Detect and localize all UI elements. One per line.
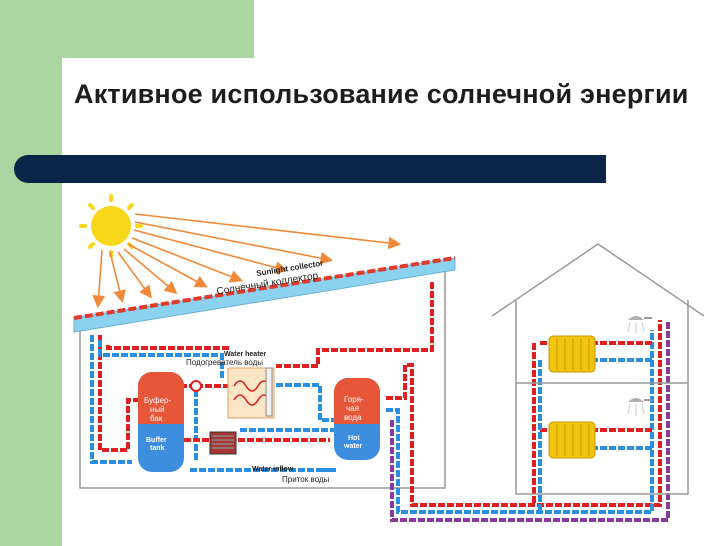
water-inflow-label-en: Water inflow (252, 466, 294, 473)
shower-head-upper-icon (627, 316, 652, 334)
slide-title: Активное использование солнечной энергии (74, 79, 689, 109)
house-outline (491, 243, 705, 495)
top-accent-band (62, 0, 254, 58)
sun-rays (92, 213, 402, 309)
pipe-network (90, 282, 670, 522)
left-accent-band (0, 0, 62, 546)
title-underline-bar (14, 155, 606, 183)
water-heater-label-en: Water heater (224, 351, 266, 358)
main-building-outline (79, 258, 446, 489)
valve-icon (190, 380, 202, 392)
radiator-upper (548, 335, 596, 373)
radiator-lower (548, 421, 596, 459)
heat-exchanger (209, 431, 237, 455)
solar-collector (73, 256, 456, 333)
water-inflow-label-ru: Приток воды (282, 475, 330, 484)
shower-head-lower-icon (627, 398, 652, 416)
water-heater: Water heater Подогреватель воды (186, 351, 275, 419)
water-inflow-label: Water inflow Приток воды (252, 466, 330, 484)
water-heater-label-ru: Подогреватель воды (186, 358, 263, 367)
